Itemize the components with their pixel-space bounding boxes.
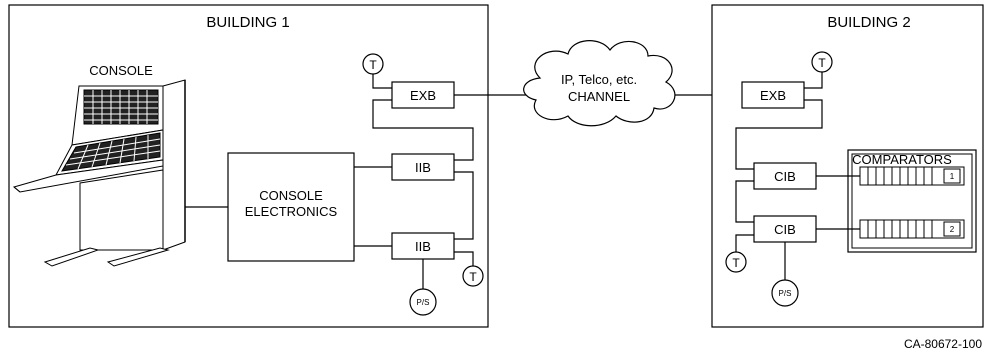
terminator-icon-building-2-top [811, 51, 833, 73]
comparator-1-number: 1 [950, 172, 955, 181]
terminator-icon-building-1-bottom [462, 265, 484, 287]
comparator-2: 2 [859, 219, 965, 239]
console-electronics-label-line1: CONSOLE [259, 188, 323, 203]
iib-box-top [391, 153, 455, 181]
terminator-label-building-2-top: T [818, 56, 826, 70]
console-illustration: CONSOLE [12, 63, 186, 267]
channel-label-line1: IP, Telco, etc. [561, 72, 637, 87]
comparators-label: COMPARATORS [852, 152, 952, 167]
power-supply-label-building-1: P/S [417, 298, 430, 307]
console-label: CONSOLE [89, 63, 153, 78]
iib-box-bottom [391, 232, 455, 260]
exb-box-building-2 [741, 81, 805, 109]
terminator-label-building-2-bottom: T [732, 256, 740, 270]
figure-id: CA-80672-100 [904, 337, 982, 351]
comparator-2-number: 2 [950, 225, 955, 234]
exb-box-building-1 [391, 81, 455, 109]
power-supply-icon-building-2 [771, 279, 799, 307]
terminator-icon-building-1-top [362, 53, 384, 75]
exb-label-building-1: EXB [410, 88, 436, 103]
terminator-icon-building-2-bottom [725, 251, 747, 273]
console-electronics-box [227, 152, 355, 262]
building-1-title: BUILDING 1 [206, 14, 289, 31]
cib-label-bottom: CIB [774, 222, 796, 237]
comparators-rack [847, 149, 977, 253]
power-supply-label-building-2: P/S [779, 289, 792, 298]
building-2-title: BUILDING 2 [827, 14, 910, 31]
console-electronics-label-line2: ELECTRONICS [245, 204, 338, 219]
power-supply-icon-building-1 [409, 288, 437, 316]
comparator-1: 1 [859, 166, 965, 186]
iib-label-top: IIB [415, 160, 431, 175]
cib-box-top [753, 162, 817, 190]
iib-label-bottom: IIB [415, 239, 431, 254]
channel-cloud [523, 40, 676, 127]
terminator-label-building-1-bottom: T [469, 270, 477, 284]
exb-label-building-2: EXB [760, 88, 786, 103]
terminator-label-building-1-top: T [369, 58, 377, 72]
channel-label-line2: CHANNEL [568, 89, 630, 104]
cib-label-top: CIB [774, 169, 796, 184]
